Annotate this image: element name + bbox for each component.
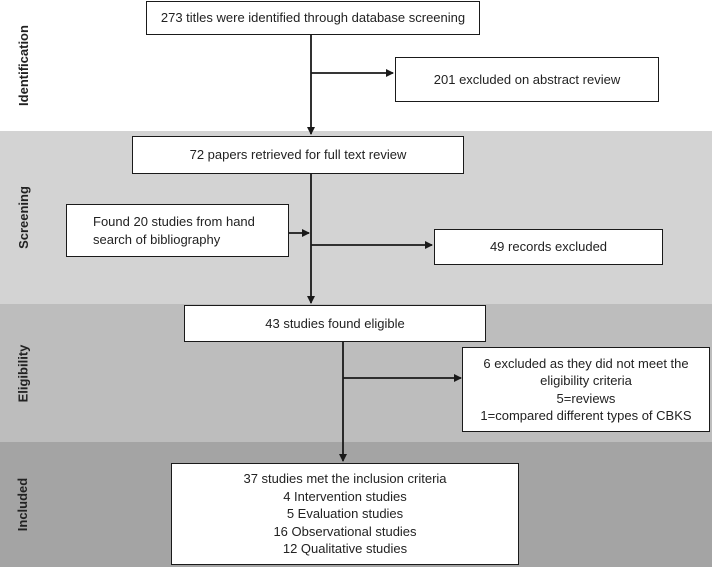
fulltext-text: 72 papers retrieved for full text review [189,147,407,163]
abstract-excluded-text: 201 excluded on abstract review [433,71,621,87]
criteria-excluded-box: 6 excluded as they did not meet the elig… [462,347,710,432]
included-line-3: 5 Evaluation studies [286,506,404,522]
hand-search-line-1: Found 20 studies from hand [93,214,255,229]
hand-search-line-2: search of bibliography [93,231,221,247]
identified-text: 273 titles were identified through datab… [160,10,466,26]
eligible-text: 43 studies found eligible [265,315,405,331]
criteria-excluded-line-2: eligibility criteria [540,373,632,388]
fulltext-box: 72 papers retrieved for full text review [132,136,464,174]
eligible-box: 43 studies found eligible [184,305,486,342]
records-excluded-box: 49 records excluded [434,229,663,265]
abstract-excluded-box: 201 excluded on abstract review [395,57,659,102]
included-line-1: 37 studies met the inclusion criteria [243,471,447,487]
records-excluded-text: 49 records excluded [489,239,608,255]
identified-box: 273 titles were identified through datab… [146,1,480,35]
criteria-excluded-line-4: 1=compared different types of CBKS [480,408,692,423]
included-line-5: 12 Qualitative studies [282,541,408,557]
hand-search-box: Found 20 studies from hand search of bib… [66,204,289,257]
criteria-excluded-line-3: 5=reviews [556,390,616,406]
criteria-excluded-line-1: 6 excluded as they did not meet the [483,355,689,371]
included-line-2: 4 Intervention studies [283,488,407,504]
included-box: 37 studies met the inclusion criteria 4 … [171,463,519,565]
included-line-4: 16 Observational studies [273,523,417,539]
